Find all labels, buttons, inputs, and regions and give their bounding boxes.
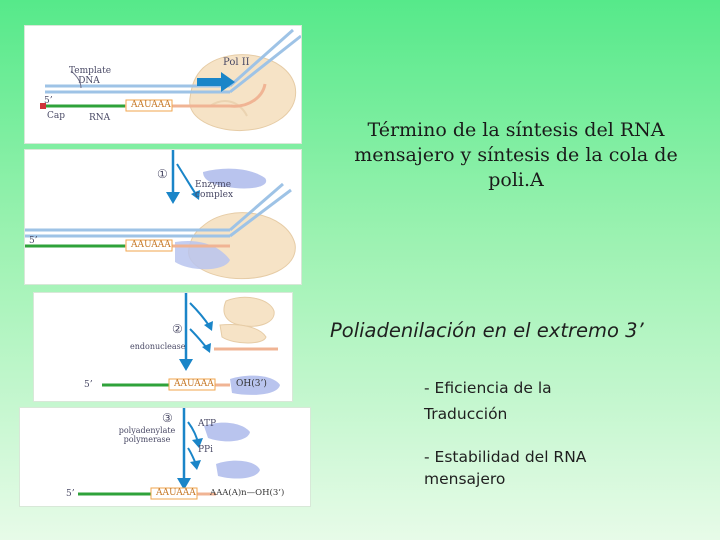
five-prime-label: 5’ bbox=[84, 381, 93, 390]
transcription-diagram bbox=[25, 26, 301, 143]
template-dna-label: Template DNA bbox=[69, 66, 109, 86]
figure-panel-4: ③ polyadenylate polymerase ATP PPi 5’ AA… bbox=[20, 408, 310, 506]
endonuclease-label: endonuclease bbox=[130, 343, 186, 351]
ppi-label: PPi bbox=[198, 446, 213, 455]
signal-sequence-label: AAUAAA bbox=[131, 101, 171, 110]
signal-sequence-label: AAUAAA bbox=[156, 489, 196, 498]
bullet-item-2: - Estabilidad del RNA mensajero bbox=[424, 446, 624, 490]
signal-sequence-label: AAUAAA bbox=[174, 380, 214, 389]
five-prime-label: 5’ bbox=[66, 490, 75, 499]
cap-label: Cap bbox=[47, 112, 65, 121]
polyadenylate-polymerase-label: polyadenylate polymerase bbox=[114, 426, 180, 444]
enzyme-complex-label: Enzyme complex bbox=[195, 180, 237, 200]
five-prime-label: 5’ bbox=[44, 97, 53, 106]
bullet-item-1: - Eficiencia de la Traducción bbox=[424, 375, 599, 427]
enzyme-complex bbox=[216, 461, 260, 479]
atp-label: ATP bbox=[198, 420, 216, 429]
step-3-label: ③ bbox=[162, 412, 173, 424]
rna-label: RNA bbox=[89, 114, 110, 123]
pol-ii-label: Pol II bbox=[223, 58, 250, 68]
figure-panel-2: ① Enzyme complex 5’ AAUAAA bbox=[25, 150, 301, 284]
step-1-label: ① bbox=[157, 168, 168, 180]
poly-a-tail-label: AAA(A)n—OH(3’) bbox=[210, 489, 284, 498]
five-prime-label: 5’ bbox=[29, 237, 38, 246]
figure-panel-3: ② endonuclease 5’ AAUAAA OH(3’) bbox=[34, 293, 292, 401]
step-2-label: ② bbox=[172, 323, 183, 335]
oh-3-end-label: OH(3’) bbox=[236, 380, 267, 389]
figure-panel-1: Template DNA Pol II 5’ Cap RNA AAUAAA bbox=[25, 26, 301, 143]
slide-title: Término de la síntesis del RNA mensajero… bbox=[340, 118, 692, 193]
section-heading: Poliadenilación en el extremo 3’ bbox=[330, 319, 700, 342]
signal-sequence-label: AAUAAA bbox=[131, 241, 171, 250]
released-pol-ii bbox=[224, 297, 274, 326]
